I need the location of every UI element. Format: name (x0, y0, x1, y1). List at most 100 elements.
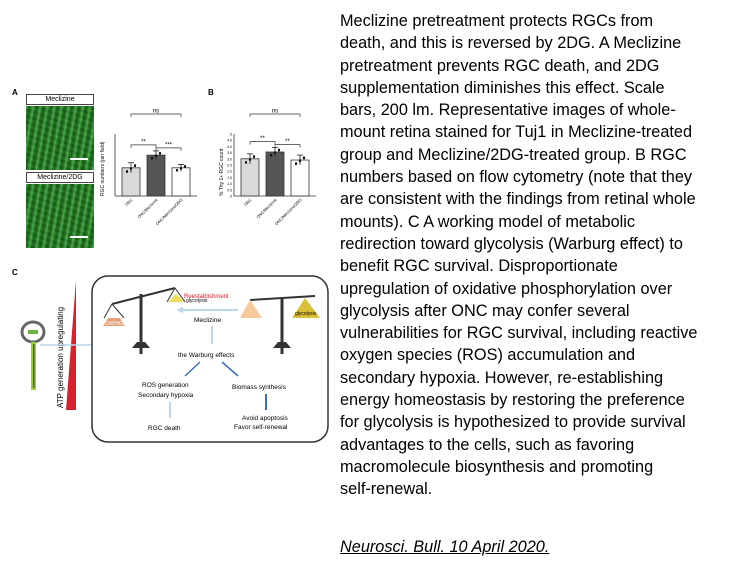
micrograph-label-meclizine: Meclizine (26, 94, 94, 105)
data-point (294, 162, 298, 165)
category-label: ONC/Meclizine (255, 197, 278, 220)
figure-caption: Meclizine pretreatment protects RGCs fro… (340, 10, 750, 501)
chart-thy1-rgc-count: % Thy 1+ RGC count00.51.01.52.02.53.03.5… (219, 109, 316, 226)
caption-line: secondary hypoxia. However, re-establish… (340, 368, 664, 387)
right-balance-icon (240, 295, 320, 354)
significance-label: *** (165, 142, 173, 148)
data-point (158, 151, 162, 155)
significance-label: ** (285, 139, 290, 145)
significance-bracket (249, 113, 301, 117)
data-point (150, 156, 154, 160)
y-tick-label: 0 (230, 195, 232, 199)
significance-bracket (274, 144, 301, 148)
significance-bracket (130, 144, 157, 148)
y-tick-label: 2.5 (227, 164, 232, 168)
caption-line: upregulation of oxidative phosphorylatio… (340, 279, 673, 298)
warburg-label: the Warburg effects (178, 352, 235, 359)
caption-line: self-renewal. (340, 480, 433, 499)
figure: A Meclizine Meclizine/2DG RGC numbers (p… (0, 0, 335, 567)
caption-line: benefit RGC survival. Disproportionate (340, 257, 618, 276)
data-point (183, 164, 187, 168)
category-label: ONC/Meclizine/2DG (155, 197, 184, 226)
hypoxia-label: Secondary hypoxia (138, 392, 194, 399)
ros-label: ROS generation (142, 382, 189, 389)
significance-bracket (130, 113, 182, 117)
caption-line: for glycolysis is hypothesized to provid… (340, 413, 686, 432)
data-point (154, 154, 158, 157)
caption-line: are consistent with the findings from re… (340, 190, 696, 209)
self-renewal-label: Favor self-renewal (234, 424, 288, 431)
caption-line: advantages to the cells, such as favorin… (340, 435, 635, 454)
data-point (129, 167, 133, 170)
neuron-icon (20, 320, 46, 390)
data-point (298, 159, 302, 162)
caption-line: numbers based on flow cytometry (note th… (340, 168, 693, 187)
panel-c-letter: C (12, 268, 18, 277)
significance-label: ** (260, 136, 265, 142)
bar (240, 158, 260, 197)
caption-line: pretreatment prevents RGC death, and 2DG (340, 56, 660, 75)
biomass-label: Biomass synthesis (232, 384, 287, 391)
warburg-inhibit-arrow (184, 361, 201, 377)
category-label: ONC/Meclizine (136, 197, 159, 220)
meclizine-label: Meclizine (194, 317, 221, 324)
bar (171, 167, 191, 197)
panel-b-letter: B (208, 88, 214, 97)
caption-line: glycolysis after ONC may confer several (340, 301, 630, 320)
citation-link[interactable]: Neurosci. Bull. 10 April 2020. (340, 538, 550, 556)
y-tick-label: 0.5 (227, 188, 232, 192)
caption-line: group and Meclizine/2DG-treated group. B… (340, 145, 687, 164)
bar (290, 159, 310, 197)
y-tick-label: 3.5 (227, 151, 232, 155)
caption-line: death, and this is reversed by 2DG. A Me… (340, 34, 682, 53)
working-model-diagram: ATP generation upregulating OXPHOS glyco… (20, 275, 329, 443)
bar (146, 154, 166, 197)
data-point (179, 166, 183, 170)
warburg-promote-arrow (221, 361, 239, 377)
data-point (244, 160, 248, 164)
data-point (175, 168, 179, 172)
data-point (252, 155, 256, 158)
bar (265, 151, 285, 197)
caption-line: Meclizine pretreatment protects RGCs fro… (340, 12, 654, 30)
micrograph-meclizine (26, 106, 94, 170)
data-point (125, 170, 129, 173)
caption-line: bars, 200 lm. Representative images of w… (340, 101, 676, 120)
category-label: ONC (243, 197, 253, 207)
rgc-death-label: RGC death (148, 425, 181, 432)
data-point (248, 158, 252, 161)
data-point (269, 153, 273, 156)
caption-line: oxygen species (ROS) accumulation and (340, 346, 636, 365)
scale-bar (70, 236, 88, 238)
significance-bracket (249, 141, 276, 145)
atp-side-label: ATP generation upregulating (56, 307, 65, 408)
data-point (277, 148, 281, 151)
significance-label: ns (272, 109, 278, 115)
data-point (133, 164, 137, 167)
reestablishment-label: Reestablishment (184, 294, 229, 300)
avoid-apoptosis-label: Avoid apoptosis (242, 415, 289, 422)
data-point (273, 151, 277, 154)
caption-line: energy homeostasis by restoring the pref… (340, 391, 685, 410)
left-balance-icon (103, 287, 186, 354)
glycolysis-label-right: glycolysis (295, 311, 317, 317)
oxphos-label: OXPHOS (105, 321, 127, 327)
caption-line: vulnerabilities for RGC survival, includ… (340, 324, 698, 343)
y-tick-label: 5 (230, 133, 232, 137)
y-tick-label: 3.0 (227, 157, 232, 161)
micrograph-label-meclizine-2dg: Meclizine/2DG (26, 172, 94, 183)
caption-line: mount retina stained for Tuj1 in Meclizi… (340, 123, 693, 142)
glycolysis-label-left: glycolysis (186, 298, 208, 304)
category-label: ONC (124, 197, 134, 207)
significance-label: ns (153, 109, 159, 115)
y-tick-label: 1.0 (227, 182, 232, 186)
caption-line: macromolecule biosynthesis and promoting (340, 457, 654, 476)
panel-a-letter: A (12, 88, 18, 97)
caption-line: supplementation diminishes this effect. … (340, 78, 665, 97)
data-point (302, 156, 306, 159)
micrograph-meclizine-2dg (26, 184, 94, 248)
scale-bar (70, 158, 88, 160)
significance-bracket (155, 147, 182, 151)
arrow-head (176, 307, 183, 313)
